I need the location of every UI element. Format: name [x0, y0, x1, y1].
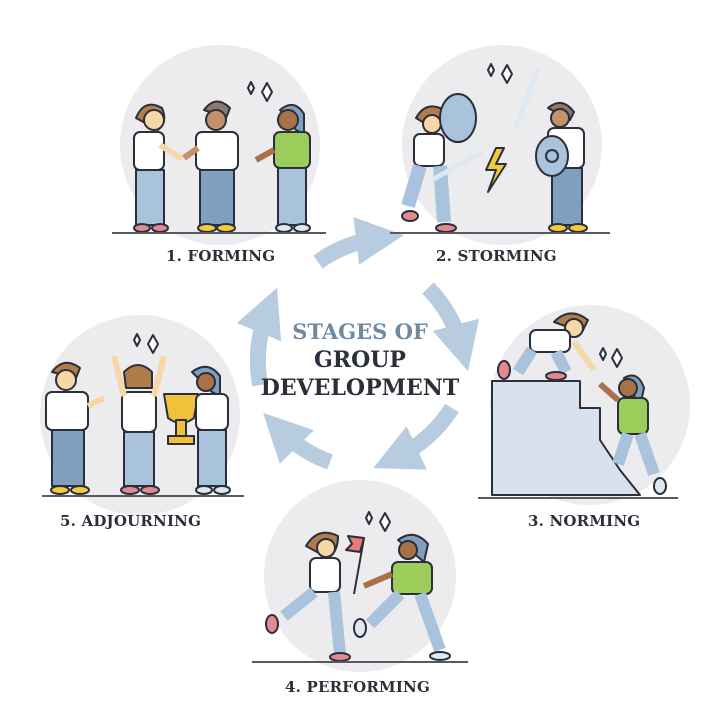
arrow-performing-to-adjourning: [263, 412, 333, 470]
stage-label-adjourning: 5. ADJOURNING: [60, 512, 202, 530]
arrow-adjourning-to-forming: [236, 287, 282, 387]
title-line-1: STAGES OF: [292, 319, 428, 344]
stage-label-storming: 2. STORMING: [436, 247, 557, 265]
stage-label-forming: 1. FORMING: [166, 247, 276, 265]
ground-line: [390, 232, 610, 234]
diagram-title: STAGES OF GROUP DEVELOPMENT: [250, 318, 470, 402]
arrow-norming-to-performing: [373, 403, 459, 470]
ground-line: [112, 232, 326, 234]
stage-label-norming: 3. NORMING: [528, 512, 641, 530]
ground-line: [478, 497, 678, 499]
stage-label-performing: 4. PERFORMING: [285, 678, 430, 696]
ground-line: [252, 661, 468, 663]
arrow-forming-to-storming: [313, 217, 404, 269]
title-line-3: DEVELOPMENT: [260, 375, 460, 401]
arrow-storming-to-norming: [422, 282, 480, 372]
title-line-2: GROUP: [314, 347, 406, 373]
ground-line: [42, 495, 244, 497]
